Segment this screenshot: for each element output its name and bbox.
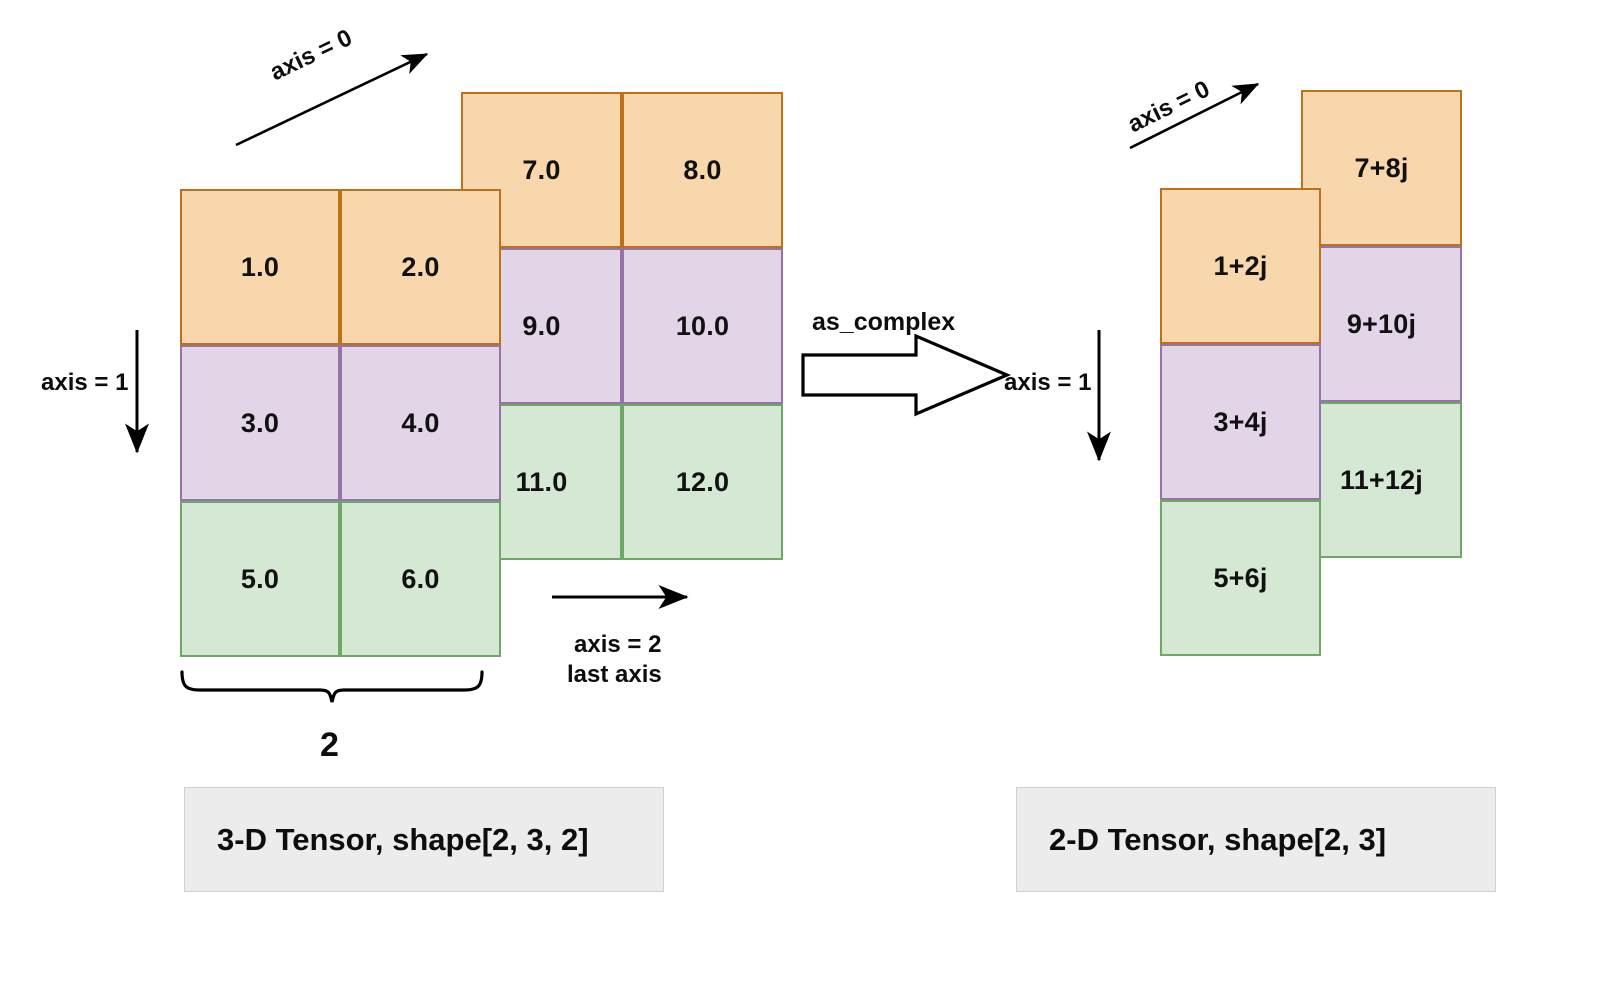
cell-value: 9+10j [1346,308,1417,339]
right-axis0-label: axis = 0 [1123,75,1215,139]
cell-value: 2.0 [401,251,440,282]
cell-value: 5+6j [1213,562,1268,593]
width-brace [180,670,484,703]
right-tensor-shape-caption: 2-D Tensor, shape[2, 3] [1016,787,1496,892]
left-back-cell-10: 10.0 [622,248,783,404]
right-back-cell-11-12j: 11+12j [1301,402,1462,558]
left-front-cell-6: 6.0 [340,501,501,657]
cell-value: 11.0 [515,466,568,497]
left-axis1-label: axis = 1 [41,369,129,396]
left-back-cell-12: 12.0 [622,404,783,560]
left-axis2-label-line1: axis = 2 [574,631,662,658]
left-back-cell-9: 9.0 [461,248,622,404]
left-front-cell-2: 2.0 [340,189,501,345]
cell-value: 1.0 [240,251,280,282]
left-axis0-label: axis = 0 [265,24,357,87]
right-back-cell-9-10j: 9+10j [1301,246,1462,402]
right-axis1-label: axis = 1 [1004,369,1092,396]
cell-value: 3+4j [1213,406,1268,437]
cell-value: 10.0 [675,310,730,341]
left-axis2-label-line2: last axis [567,661,662,688]
cell-value: 7+8j [1354,152,1409,183]
right-front-cell-5-6j: 5+6j [1160,500,1321,656]
cell-value: 8.0 [683,154,722,185]
left-tensor-shape-caption: 3-D Tensor, shape[2, 3, 2] [184,787,664,892]
right-front-cell-1-2j: 1+2j [1160,188,1321,344]
cell-value: 4.0 [401,407,440,438]
left-front-cell-4: 4.0 [340,345,501,501]
cell-value: 3.0 [240,407,280,438]
left-back-cell-8: 8.0 [622,92,783,248]
left-front-cell-1: 1.0 [180,189,340,345]
caption-text: 3-D Tensor, shape[2, 3, 2] [217,821,589,857]
cell-value: 5.0 [240,563,280,594]
left-front-cell-5: 5.0 [180,501,340,657]
caption-text: 2-D Tensor, shape[2, 3] [1049,821,1387,857]
cell-value: 11+12j [1339,464,1424,495]
cell-value: 12.0 [675,466,730,497]
right-front-cell-3-4j: 3+4j [1160,344,1321,500]
cell-value: 6.0 [401,563,440,594]
left-front-cell-3: 3.0 [180,345,340,501]
cell-value: 1+2j [1213,250,1268,281]
right-back-cell-7-8j: 7+8j [1301,90,1462,246]
cell-value: 9.0 [522,310,561,341]
as-complex-block-arrow [801,333,1012,417]
as-complex-label: as_complex [812,308,956,336]
left-brace-count: 2 [320,726,339,764]
cell-value: 7.0 [522,154,561,185]
left-axis0-arrow [235,52,429,147]
